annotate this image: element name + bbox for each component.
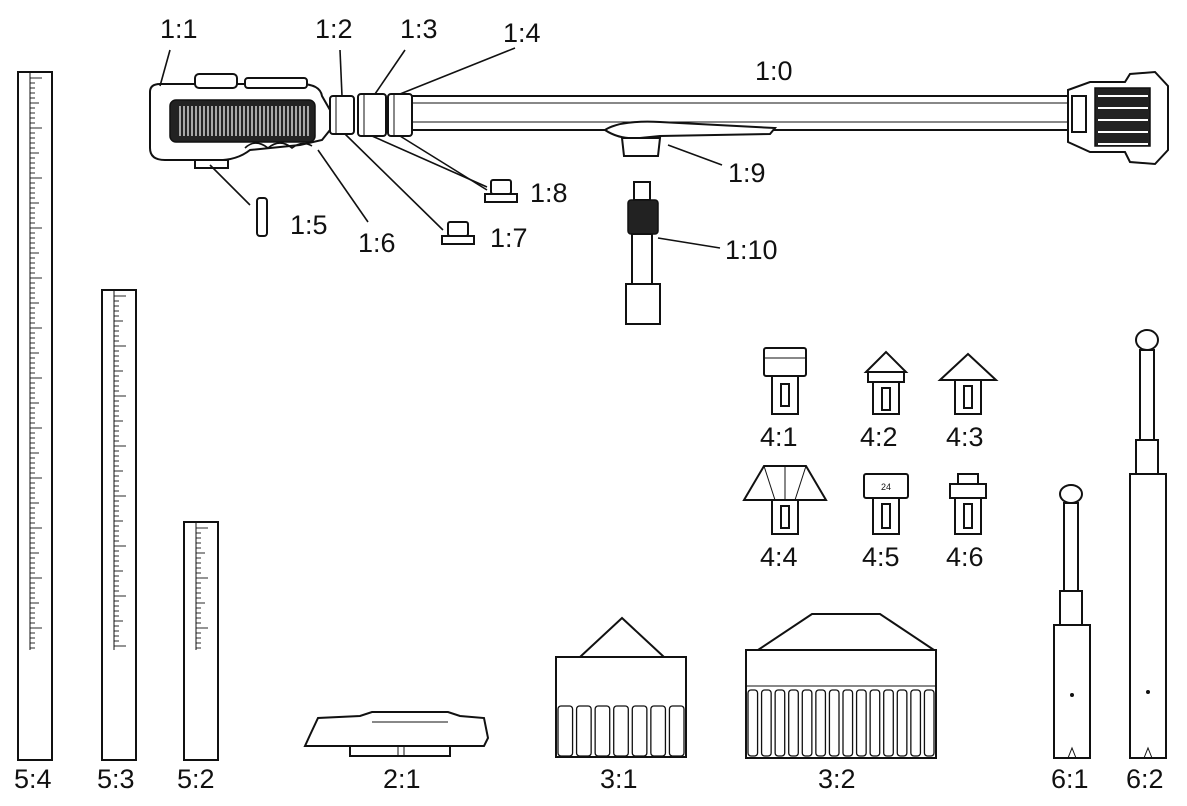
ruler-5-2 [183, 521, 219, 761]
base-column [842, 689, 854, 757]
collars [329, 93, 413, 137]
label-1-3: 1:3 [400, 14, 438, 44]
ruler-5-4 [17, 71, 53, 761]
label-1-2: 1:2 [315, 14, 353, 44]
label-4-4: 4:4 [760, 542, 798, 572]
adapter-4-6 [949, 473, 987, 535]
cap-small-1-8 [484, 179, 518, 203]
base-column [575, 705, 592, 757]
main-bar [409, 95, 1071, 131]
leader-lines [159, 47, 723, 249]
label-5-2: 5:2 [177, 764, 215, 794]
label-3-1: 3:1 [600, 764, 638, 794]
adapter-4-2 [863, 350, 909, 415]
label-4-1: 4:1 [760, 422, 798, 452]
label-4-3: 4:3 [946, 422, 984, 452]
label-6-2: 6:2 [1126, 764, 1164, 794]
label-1-5: 1:5 [290, 210, 328, 240]
base-column [869, 689, 881, 757]
adapter-4-5: 24 [863, 473, 909, 535]
base-column [910, 689, 922, 757]
label-6-1: 6:1 [1051, 764, 1089, 794]
label-4-2: 4:2 [860, 422, 898, 452]
base-column [774, 689, 786, 757]
label-1-6: 1:6 [358, 228, 396, 258]
base-column [650, 705, 667, 757]
ruler-5-3 [101, 289, 137, 761]
base-column [788, 689, 799, 757]
adapter-4-3 [937, 352, 999, 415]
label-5-4: 5:4 [14, 764, 52, 794]
base-3-2 [745, 613, 938, 759]
adapter-4-4 [742, 465, 828, 535]
label-5-3: 5:3 [97, 764, 135, 794]
base-column [747, 689, 759, 757]
base-column [631, 705, 648, 757]
hook [603, 120, 778, 157]
base-column [668, 705, 685, 757]
base-column [801, 689, 813, 757]
label-2-1: 2:1 [383, 764, 421, 794]
label-1-9: 1:9 [728, 158, 766, 188]
probe-6-1 [1053, 484, 1091, 759]
handle [149, 73, 331, 169]
label-1-7: 1:7 [490, 223, 528, 253]
label-1-8: 1:8 [530, 178, 568, 208]
socket-tool [625, 181, 661, 325]
adapter-4-1 [763, 347, 807, 415]
label-4-5: 4:5 [862, 542, 900, 572]
label-1-0: 1:0 [755, 56, 793, 86]
adapter-4-5-text: 24 [881, 482, 891, 492]
label-1-1: 1:1 [160, 14, 198, 44]
label-1-4: 1:4 [503, 18, 541, 48]
base-column [828, 689, 840, 757]
base-column [855, 689, 867, 757]
label-1-10: 1:10 [725, 235, 778, 265]
pin [256, 197, 268, 237]
base-column [613, 705, 629, 757]
base-column [594, 705, 611, 757]
base-column [815, 689, 827, 757]
label-3-2: 3:2 [818, 764, 856, 794]
base-column [896, 689, 908, 757]
base-plate [303, 711, 490, 757]
base-column [883, 689, 894, 757]
label-4-6: 4:6 [946, 542, 984, 572]
cap-small-1-7 [441, 221, 475, 245]
probe-6-2 [1129, 329, 1167, 759]
base-column [760, 689, 772, 757]
base-3-1 [555, 616, 687, 758]
base-column [557, 705, 574, 757]
end-cap [1067, 70, 1169, 166]
base-column [923, 689, 935, 757]
